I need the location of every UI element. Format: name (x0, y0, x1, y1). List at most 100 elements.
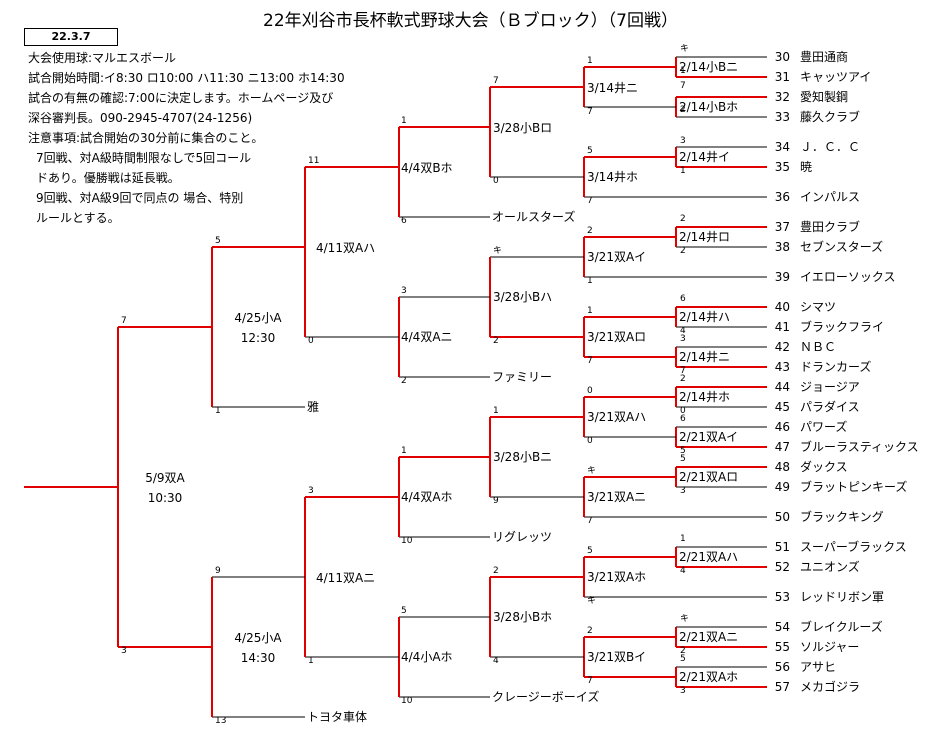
team-name: ドランカーズ (800, 359, 871, 374)
score-number: 7 (680, 81, 686, 91)
match-label: 4/4双Bホ (401, 161, 453, 175)
match-label: 2/14井ロ (679, 230, 730, 244)
team-number: 33 (775, 110, 790, 124)
score-number: 2 (587, 226, 593, 236)
score-number: 1 (308, 656, 314, 666)
match-label: 3/14井ホ (587, 170, 638, 184)
team-number: 50 (775, 510, 790, 524)
match-label: 3/21双Aロ (587, 330, 646, 344)
team-name: ブラットピンキーズ (800, 479, 907, 494)
score-number: キ (493, 246, 502, 256)
score-number: 1 (215, 406, 221, 416)
team-number: 43 (775, 360, 790, 374)
score-number: 0 (587, 436, 593, 446)
match-label: 2/14井ホ (679, 390, 730, 404)
team-number: 35 (775, 160, 790, 174)
team-name: 藤久クラブ (800, 109, 860, 124)
team-number: 51 (775, 540, 790, 554)
score-number: キ (680, 614, 689, 624)
seed-team-all-stars: オールスターズ (492, 209, 575, 224)
match-label: 2/14井イ (679, 150, 730, 164)
date-box: 22.3.7 (24, 28, 118, 46)
team-number: 52 (775, 560, 790, 574)
match-label: 4/11双Aニ (316, 571, 375, 585)
match-label: 3/28小Bハ (493, 290, 552, 304)
team-number: 31 (775, 70, 790, 84)
score-number: 2 (680, 374, 686, 384)
score-number: 7 (121, 316, 127, 326)
score-number: 7 (587, 676, 593, 686)
team-name: メカゴジラ (800, 679, 860, 694)
score-number: 3 (401, 286, 407, 296)
score-number: 6 (680, 294, 686, 304)
team-number: 32 (775, 90, 790, 104)
match-label: 4/4小Aホ (401, 650, 453, 664)
score-number: 2 (680, 105, 686, 115)
score-number: キ (587, 466, 596, 476)
score-number: 5 (401, 606, 407, 616)
note-ball: 大会使用球:マルエスボール (28, 51, 177, 65)
score-number: 2 (680, 646, 686, 656)
team-name: インパルス (800, 190, 860, 204)
score-number: 3 (680, 334, 686, 344)
score-number: 1 (587, 56, 593, 66)
score-number: 0 (493, 176, 499, 186)
match-label: 3/28小Bホ (493, 610, 552, 624)
score-number: 1 (680, 534, 686, 544)
score-number: 1 (493, 406, 499, 416)
score-number: 3 (680, 486, 686, 496)
score-number: 1 (587, 306, 593, 316)
match-label: 2/21双Aロ (679, 470, 738, 484)
note-start-times: 試合開始時間:イ8:30 ロ10:00 ハ11:30 ニ13:00 ホ14:30 (28, 71, 345, 85)
team-name: ソルジャー (800, 640, 859, 654)
score-number: 10 (401, 696, 413, 706)
match-label: 4/11双Aハ (316, 241, 375, 255)
score-number: 3 (308, 486, 314, 496)
match-label: 4/4双Aニ (401, 330, 453, 344)
team-name: ＮＢＣ (800, 340, 836, 354)
note-rule-7: 7回戦、対A級時間制限なしで5回コール (36, 151, 252, 165)
score-number: 1 (680, 166, 686, 176)
team-number: 47 (775, 440, 790, 454)
score-number: 7 (587, 107, 593, 117)
team-number: 45 (775, 400, 790, 414)
team-number: 34 (775, 140, 790, 154)
team-name: アサヒ (800, 660, 836, 674)
team-number: 53 (775, 590, 790, 604)
match-label: 5/9双A (145, 471, 185, 485)
match-label: 14:30 (241, 651, 276, 665)
score-number: 1 (401, 116, 407, 126)
tournament-notes: 大会使用球:マルエスボール 試合開始時間:イ8:30 ロ10:00 ハ11:30… (28, 48, 345, 228)
team-number: 39 (775, 270, 790, 284)
score-number: 4 (680, 566, 686, 576)
match-label: 3/21双Aニ (587, 490, 646, 504)
score-number: 2 (680, 214, 686, 224)
match-label: 4/25小A (234, 631, 282, 645)
match-label: 4/4双Aホ (401, 490, 453, 504)
team-number: 46 (775, 420, 790, 434)
match-label: 3/14井ニ (587, 81, 638, 95)
score-number: 2 (587, 626, 593, 636)
team-name: 愛知製鋼 (800, 90, 848, 104)
team-name: 豊田通商 (800, 49, 848, 64)
match-label: 2/21双Aホ (679, 670, 738, 684)
score-number: 5 (680, 446, 686, 456)
team-name: Ｊ．Ｃ．Ｃ (800, 140, 860, 154)
match-label: 3/21双Aハ (587, 410, 646, 424)
score-number: 6 (680, 414, 686, 424)
team-name: ブレイクルーズ (800, 619, 883, 634)
score-number: 11 (308, 156, 319, 166)
match-label: 3/21双Aホ (587, 570, 646, 584)
match-label: 2/21双Aニ (679, 630, 738, 644)
match-label: 2/14井ニ (679, 350, 730, 364)
score-number: 1 (587, 276, 593, 286)
team-name: ダックス (800, 459, 848, 474)
match-label: 3/21双Aイ (587, 250, 646, 264)
match-label: 2/14小Bニ (679, 60, 738, 74)
team-number: 36 (775, 190, 790, 204)
team-number: 40 (775, 300, 790, 314)
team-name: パラダイス (800, 399, 860, 414)
team-name: イエローソックス (800, 270, 896, 284)
match-label: 2/14井ハ (679, 310, 730, 324)
